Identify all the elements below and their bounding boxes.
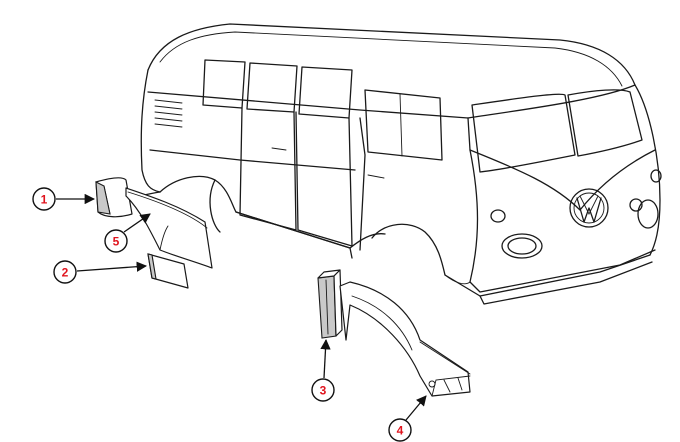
callout-4-label: 4 (397, 424, 404, 438)
callout-4: 4 (388, 395, 427, 442)
callout-3-label: 3 (320, 384, 327, 398)
part-2-patch-panel (147, 253, 189, 289)
vw-bus-illustration (119, 23, 662, 305)
vw-logo-icon (569, 188, 609, 228)
callout-2-label: 2 (62, 266, 69, 280)
part-3-pillar-panel (317, 269, 343, 339)
part-1-rear-corner-panel (95, 177, 133, 218)
callout-2: 2 (53, 260, 148, 284)
callout-5: 5 (104, 213, 151, 253)
callout-3: 3 (311, 338, 335, 402)
callout-1-label: 1 (41, 193, 48, 207)
callout-5-label: 5 (113, 235, 120, 249)
callout-1: 1 (32, 187, 96, 211)
part-4-wheel-arch-panel (339, 281, 471, 397)
part-5-rear-quarter-panel (125, 187, 213, 269)
